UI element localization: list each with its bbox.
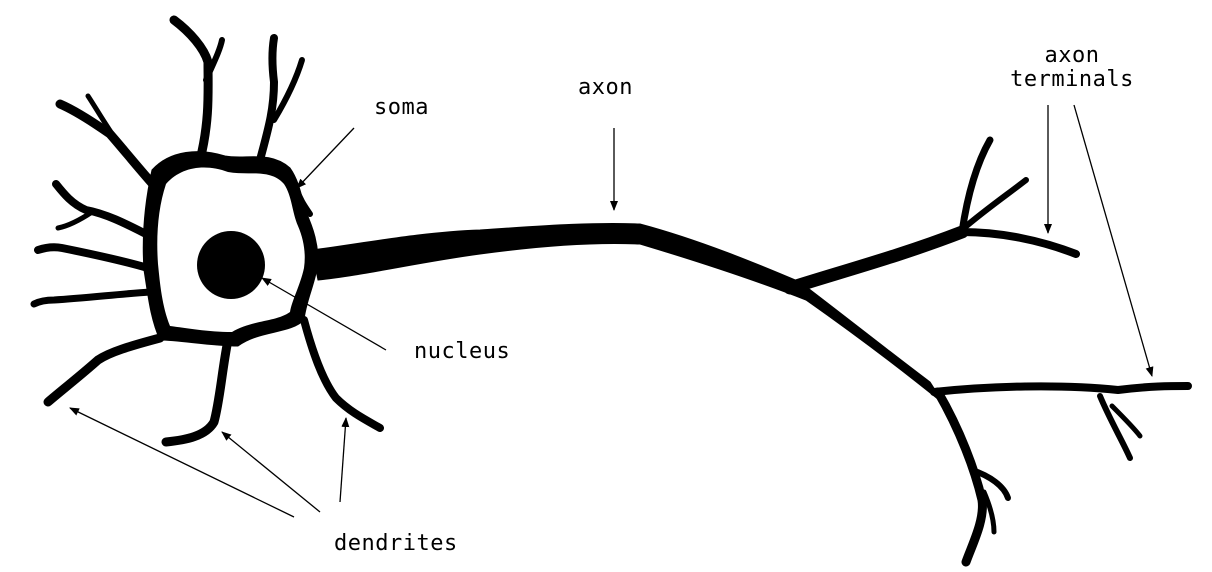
axon-lower-terminal-1 [1097, 393, 1133, 461]
axon-terminals-label-line1: axon [1044, 43, 1100, 68]
dendrite-left-1 [52, 180, 154, 240]
nucleus-label: nucleus [414, 339, 511, 364]
dendrite-left-4 [30, 288, 154, 308]
dendrite-lower-right [300, 316, 384, 432]
dendrite-right-notch [293, 185, 313, 217]
nucleus-shape [197, 231, 265, 299]
nucleus-pointer [261, 277, 387, 351]
axon-upper-terminal-2 [958, 136, 994, 236]
axon-terminals-pointer-2 [1073, 104, 1154, 377]
dendrite-lower-middle [161, 335, 233, 447]
dendrites-pointer-2 [221, 431, 321, 513]
dendrite-top-left [169, 15, 213, 165]
axon-lower-terminal-5 [981, 489, 997, 535]
axon-upper-branch [783, 225, 969, 295]
axon-upper-terminal-1 [958, 228, 1080, 258]
axon-terminals-label: axon terminals [1004, 44, 1140, 92]
dendrite-lower-left [43, 333, 165, 407]
soma-label: soma [374, 95, 429, 120]
dendrites-pointer-1 [69, 407, 295, 518]
axon-trunk [311, 222, 945, 405]
axon-lower-terminal-4 [969, 467, 1011, 501]
axon-lower-terminal-2 [1109, 403, 1143, 439]
soma-pointer [296, 127, 355, 189]
dendrite-top-right [256, 34, 278, 164]
axon-upper-terminal-3 [961, 177, 1029, 231]
dendrite-top-left-sub [203, 37, 225, 83]
dendrites-label: dendrites [334, 531, 458, 556]
dendrite-top-right-sub [271, 57, 305, 123]
dendrite-left-3 [34, 243, 152, 272]
axon-label: axon [578, 75, 633, 100]
dendrite-left-2 [55, 209, 95, 231]
dendrites-pointer-3 [339, 417, 350, 503]
axon-lower-branch [930, 382, 1192, 396]
dendrite-upper-left-1 [55, 99, 163, 195]
dendrite-upper-left-sub [85, 93, 121, 145]
axon-lower-terminal-3 [933, 387, 987, 567]
axon-terminals-label-line2: terminals [1010, 67, 1134, 92]
